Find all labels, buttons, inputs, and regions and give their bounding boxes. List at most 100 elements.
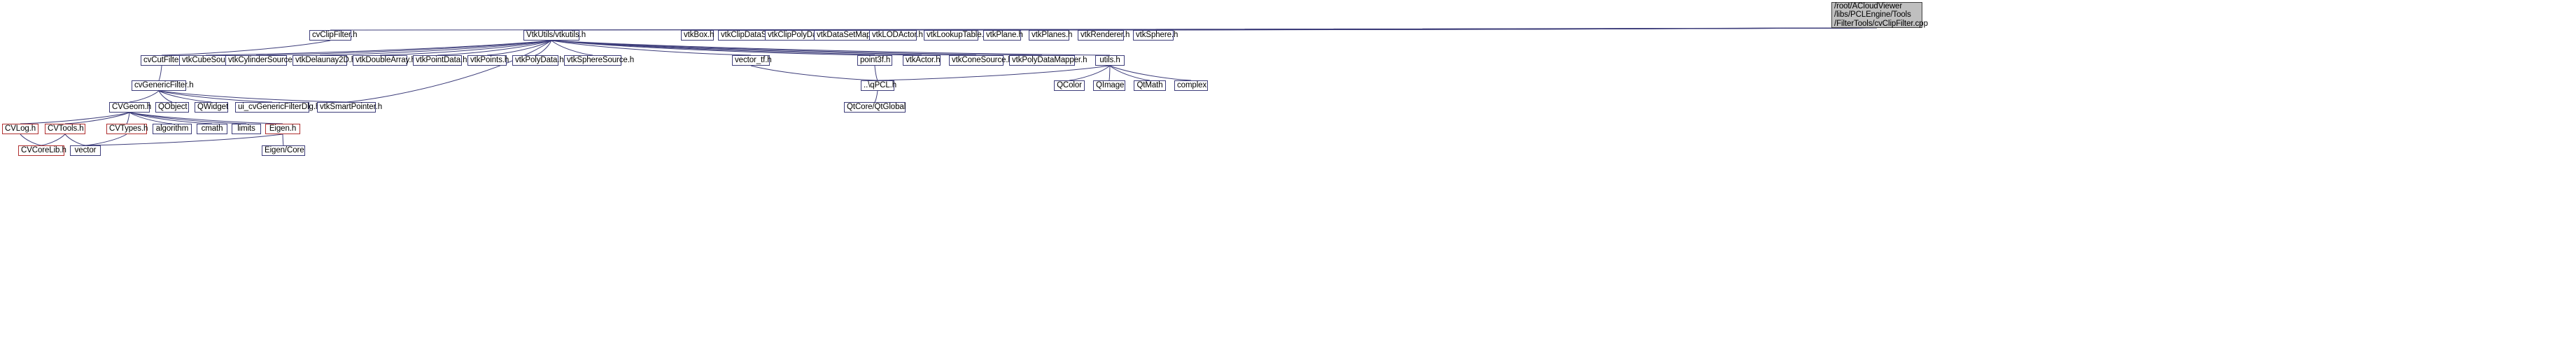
graph-edge <box>750 65 878 81</box>
graph-edge <box>1153 27 1878 31</box>
graph-node-limits[interactable]: limits <box>232 124 261 134</box>
graph-edge <box>20 112 130 124</box>
graph-edge <box>486 40 552 56</box>
graph-node-vtkRenderer_h[interactable]: vtkRenderer.h <box>1078 30 1129 41</box>
graph-node-label: ..\qPCL.h <box>864 81 897 89</box>
graph-node-CVGeom_h[interactable]: CVGeom.h <box>109 102 151 113</box>
graph-node-label: CVCoreLib.h <box>21 146 66 154</box>
graph-node-vtkCubeSource_h[interactable]: vtkCubeSource.h <box>179 55 243 66</box>
graph-node-CVTypes_h[interactable]: CVTypes.h <box>106 124 148 134</box>
graph-node-vtkDoubleArray_h[interactable]: vtkDoubleArray.h <box>353 55 416 66</box>
graph-edge <box>129 112 283 124</box>
graph-node-cvClipFilter_h[interactable]: cvClipFilter.h <box>309 30 358 41</box>
graph-node-vtkLookupTable_h[interactable]: vtkLookupTable.h <box>924 30 988 41</box>
graph-node-CVTools_h[interactable]: CVTools.h <box>45 124 85 134</box>
graph-node-QObject[interactable]: QObject <box>155 102 189 113</box>
graph-edge <box>64 112 130 124</box>
graph-node-label: vtkCubeSource.h <box>182 56 243 64</box>
graph-node-label: CVTypes.h <box>109 124 148 133</box>
graph-node-vtkPlanes_h[interactable]: vtkPlanes.h <box>1029 30 1073 41</box>
graph-node-Eigen_Core[interactable]: Eigen/Core <box>262 145 305 156</box>
graph-node-label: ui_cvGenericFilterDlg.h <box>238 103 321 111</box>
graph-node-vtkDelaunay2D_h[interactable]: vtkDelaunay2D.h <box>293 55 356 66</box>
graph-node-label: Eigen/Core <box>265 146 304 154</box>
graph-node-label: vector_tf.h <box>735 56 772 64</box>
graph-node-QtMath[interactable]: QtMath <box>1134 80 1166 91</box>
graph-node-label: vtkDelaunay2D.h <box>295 56 356 64</box>
graph-node-label: CVTools.h <box>48 124 84 133</box>
graph-edge <box>41 134 66 146</box>
graph-node-label: complex <box>1177 81 1207 89</box>
graph-node-algorithm[interactable]: algorithm <box>153 124 192 134</box>
graph-node-vtkDataSetMapper_h[interactable]: vtkDataSetMapper.h <box>814 30 889 41</box>
graph-edge <box>1108 65 1111 81</box>
graph-node-vtkBox_h[interactable]: vtkBox.h <box>681 30 714 41</box>
graph-node-vtkClipPolyData_h[interactable]: vtkClipPolyData.h <box>765 30 830 41</box>
graph-node-cvCutFilter_h[interactable]: cvCutFilter.h <box>141 55 188 66</box>
graph-edge <box>551 40 593 56</box>
graph-node-vtkClipDataSet_h[interactable]: vtkClipDataSet.h <box>718 30 780 41</box>
graph-edge <box>85 134 283 146</box>
graph-node-vector_tf_h[interactable]: vector_tf.h <box>732 55 772 66</box>
graph-node-CVLog_h[interactable]: CVLog.h <box>2 124 38 134</box>
graph-node-ui_cvGenericFilterDlg_h[interactable]: ui_cvGenericFilterDlg.h <box>235 102 321 113</box>
graph-node-label: vtkSmartPointer.h <box>320 103 383 111</box>
graph-node-label: vector <box>74 146 97 154</box>
graph-node-vtkLODActor_h[interactable]: vtkLODActor.h <box>869 30 923 41</box>
graph-node-label: vtkActor.h <box>906 56 941 64</box>
graph-node-vtkPolyData_h[interactable]: vtkPolyData.h <box>512 55 564 66</box>
graph-node-QColor[interactable]: QColor <box>1054 80 1085 91</box>
graph-node-complex[interactable]: complex <box>1174 80 1208 91</box>
graph-node-vector[interactable]: vector <box>70 145 101 156</box>
graph-node-label: vtkDataSetMapper.h <box>817 31 889 39</box>
graph-node-cvGenericFilter_h[interactable]: cvGenericFilter.h <box>132 80 194 91</box>
graph-node-vtkSphere_h[interactable]: vtkSphere.h <box>1133 30 1178 41</box>
graph-edge <box>437 40 552 56</box>
graph-node-label: vtkPointData.h <box>416 56 467 64</box>
graph-node-QImage[interactable]: QImage <box>1093 80 1125 91</box>
graph-node-QtCore_QtGlobal[interactable]: QtCore/QtGlobal <box>844 102 906 113</box>
graph-node-vtkPlane_h[interactable]: vtkPlane.h <box>983 30 1023 41</box>
graph-node-label: vtkPlanes.h <box>1032 31 1073 39</box>
graph-node-vtkActor_h[interactable]: vtkActor.h <box>903 55 941 66</box>
graph-node-qpcl_h[interactable]: ..\qPCL.h <box>861 80 897 91</box>
graph-edge <box>379 40 552 56</box>
graph-node-label: QImage <box>1096 81 1125 89</box>
graph-node-label: vtkPoints.h <box>470 56 509 64</box>
graph-node-label: limits <box>237 124 255 133</box>
graph-node-Eigen_h[interactable]: Eigen.h <box>265 124 300 134</box>
graph-node-label: point3f.h <box>860 56 891 64</box>
graph-node-vtkPoints_h[interactable]: vtkPoints.h <box>467 55 509 66</box>
graph-edge <box>129 112 173 124</box>
graph-node-vtkUtils_vtkUtils_h[interactable]: VtkUtils/vtkutils.h <box>523 30 586 41</box>
graph-node-CVCoreLib_h[interactable]: CVCoreLib.h <box>18 145 66 156</box>
graph-edge <box>1100 27 1878 31</box>
graph-node-vtkConeSource_h[interactable]: vtkConeSource.h <box>949 55 1013 66</box>
graph-node-cmath[interactable]: cmath <box>197 124 227 134</box>
graph-node-label: vtkBox.h <box>684 31 715 39</box>
graph-node-vtkSphereSource_h[interactable]: vtkSphereSource.h <box>564 55 635 66</box>
graph-node-utils_h[interactable]: utils.h <box>1095 55 1125 66</box>
graph-node-label: vtkPolyData.h <box>515 56 564 64</box>
graph-edge <box>319 40 552 56</box>
graph-node-label: QColor <box>1057 81 1082 89</box>
graph-edge <box>158 90 212 103</box>
graph-edge <box>551 40 1043 56</box>
graph-node-label: vtkSphereSource.h <box>567 56 635 64</box>
graph-node-point3f_h[interactable]: point3f.h <box>857 55 892 66</box>
graph-edge <box>877 65 1111 81</box>
graph-node-root[interactable]: /root/ACloudViewer /libs/PCLEngine/Tools… <box>1831 2 1928 28</box>
graph-node-label: QObject <box>158 103 188 111</box>
graph-edge <box>161 40 331 56</box>
graph-node-vtkPointData_h[interactable]: vtkPointData.h <box>413 55 467 66</box>
graph-node-vtkPolyDataMapper_h[interactable]: vtkPolyDataMapper.h <box>1009 55 1088 66</box>
graph-edge <box>551 40 922 56</box>
graph-edge <box>158 65 162 81</box>
graph-edge <box>158 90 273 103</box>
graph-node-QWidget[interactable]: QWidget <box>195 102 228 113</box>
graph-node-vtkSmartPointer_h[interactable]: vtkSmartPointer.h <box>317 102 383 113</box>
graph-node-vtkCylinderSource_h[interactable]: vtkCylinderSource.h <box>225 55 299 66</box>
graph-edge <box>874 65 878 81</box>
graph-edge <box>129 90 160 103</box>
graph-node-label: QtMath <box>1136 81 1163 89</box>
